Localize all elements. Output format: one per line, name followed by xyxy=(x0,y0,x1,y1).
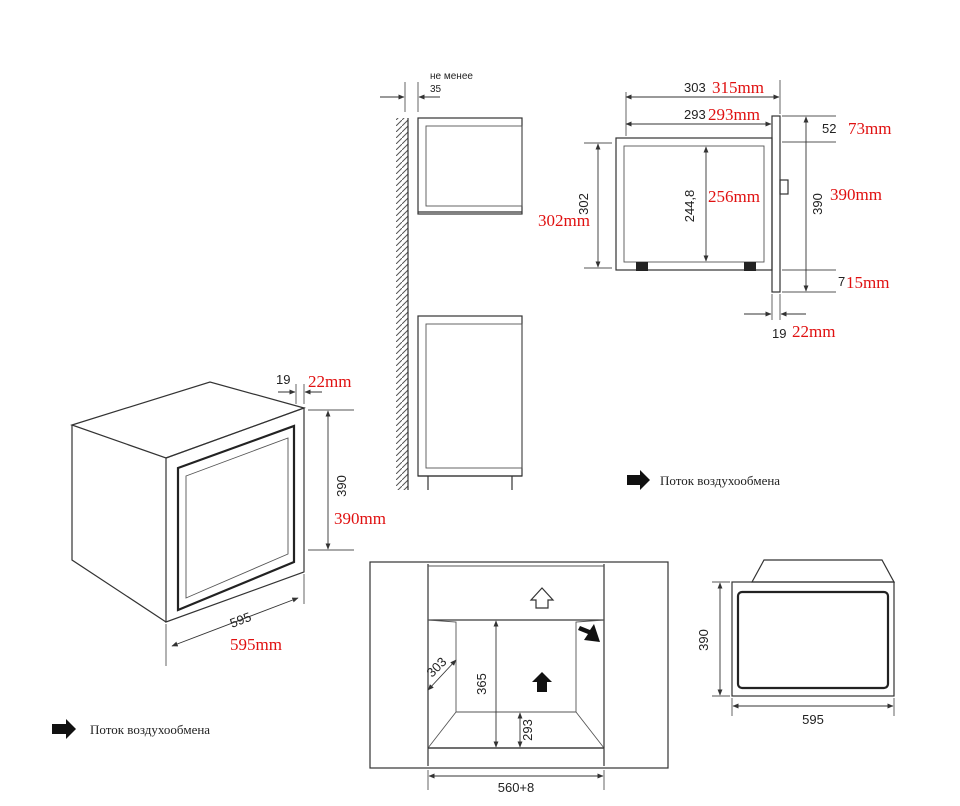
front-height-label: 390 xyxy=(696,629,711,651)
front-panel-profile xyxy=(771,115,781,293)
iso-width-red: 595mm xyxy=(230,635,282,654)
inner-height-black: 244,8 xyxy=(682,190,697,223)
airflow-out-up-icon xyxy=(529,587,555,609)
cabinet-section-view: не менее 35 302mm xyxy=(380,71,590,490)
front-top-body xyxy=(750,559,896,583)
bottom-black: 7 xyxy=(838,274,845,289)
legend-top-label: Поток воздухообмена xyxy=(660,473,780,488)
niche-width-label: 560+8 xyxy=(498,780,535,795)
inner-depth-black: 293 xyxy=(684,107,706,122)
iso-frame-black: 19 xyxy=(276,372,290,387)
wall-hatch xyxy=(396,118,408,490)
upper-compartment xyxy=(417,117,523,215)
front-thick-red: 22mm xyxy=(792,322,835,341)
iso-front xyxy=(165,407,305,623)
legend-bottom-label: Поток воздухообмена xyxy=(90,722,210,737)
cavity-black: 302 xyxy=(576,193,591,215)
front-frame xyxy=(731,581,895,697)
legend-top: Поток воздухообмена xyxy=(627,470,780,490)
niche-lower-label: 293 xyxy=(520,719,535,741)
inner-depth-red: 293mm xyxy=(708,105,760,124)
handle-profile xyxy=(779,179,789,195)
arrow-right-icon xyxy=(627,470,650,490)
section-height-red: 302mm xyxy=(538,211,590,230)
min-gap-value: 35 xyxy=(430,84,442,95)
front-height-red: 390mm xyxy=(830,185,882,204)
lower-compartment xyxy=(417,315,523,477)
iso-frame-red: 22mm xyxy=(308,372,351,391)
iso-height-black: 390 xyxy=(334,475,349,497)
legend-bottom: Поток воздухообмена xyxy=(52,719,210,739)
top-black: 52 xyxy=(822,121,836,136)
top-red: 73mm xyxy=(848,119,891,138)
front-window xyxy=(736,590,890,690)
depth-red: 315mm xyxy=(712,78,764,97)
niche-outer xyxy=(369,561,669,769)
airflow-corner-icon xyxy=(578,624,600,642)
iso-view: 19 22mm 390 390mm 595 595mm xyxy=(70,372,386,666)
niche-view: 303 365 293 560+8 xyxy=(369,561,669,795)
arrow-right-icon xyxy=(52,719,76,739)
iso-door-window xyxy=(176,424,296,612)
iso-width-black: 595 xyxy=(228,609,254,631)
bottom-red: 15mm xyxy=(846,273,889,292)
min-gap-label: не менее xyxy=(430,71,473,82)
iso-height-red: 390mm xyxy=(334,509,386,528)
airflow-in-up-icon xyxy=(532,672,552,692)
front-thick-black: 19 xyxy=(772,326,786,341)
side-profile-view: 303 315mm 293 293mm 302 244,8 256mm 52 7… xyxy=(576,78,891,341)
depth-black: 303 xyxy=(684,80,706,95)
niche-height-label: 365 xyxy=(474,673,489,695)
front-view: 390 595 xyxy=(696,559,896,727)
front-height-black: 390 xyxy=(810,193,825,215)
front-width-label: 595 xyxy=(802,712,824,727)
inner-height-red: 256mm xyxy=(708,187,760,206)
niche-opening xyxy=(427,619,605,749)
